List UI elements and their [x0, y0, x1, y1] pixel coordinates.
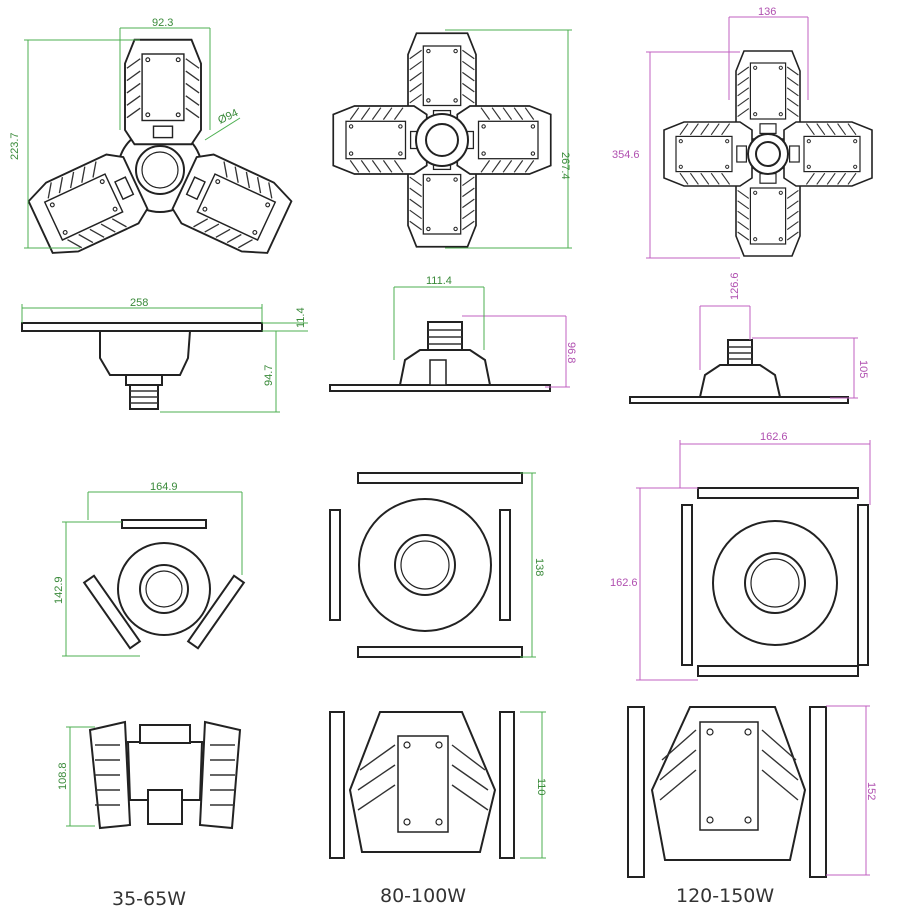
- dim-c-height: 354.6: [612, 149, 640, 161]
- dim-lines-a-top: [24, 27, 241, 249]
- dim-lines-c-top: [646, 16, 809, 259]
- caption-120-150w: 120-150W: [676, 885, 775, 907]
- dim-c-fold-width: 162.6: [760, 431, 788, 443]
- top-view-80-100w: [332, 32, 552, 248]
- side-view-35-65w: [21, 322, 263, 410]
- top-view-35-65w: [23, 38, 297, 263]
- dim-lines-c-closed: [826, 705, 870, 876]
- dim-b-fold-height: 138: [533, 558, 545, 576]
- top-view-120-150w: [663, 50, 873, 257]
- dim-lines-b-closed: [520, 711, 546, 859]
- side-view-80-100w: [329, 321, 551, 392]
- dim-lines-c-side: [699, 305, 858, 399]
- dim-a-height: 223.7: [9, 132, 21, 160]
- closed-view-80-100w: [329, 711, 515, 859]
- side-view-120-150w: [629, 339, 849, 404]
- dim-c-side-width: 126.6: [729, 272, 741, 300]
- caption-80-100w: 80-100W: [380, 885, 467, 907]
- dim-c-width: 136: [758, 6, 776, 18]
- dim-c-closed-height: 152: [865, 782, 877, 800]
- dim-a-closed-height: 108.8: [57, 762, 69, 790]
- dim-b-side-width: 111.4: [426, 275, 452, 287]
- dim-lines-b-side-p: [462, 315, 570, 388]
- dim-lines-a-closed: [66, 726, 95, 827]
- dim-a-fold-height: 142.9: [53, 576, 65, 604]
- folded-view-35-65w: [83, 519, 245, 650]
- folded-view-120-150w: [681, 487, 869, 677]
- dim-lines-b-side-g: [393, 286, 485, 360]
- dim-b-side-height: 96.8: [565, 342, 577, 363]
- dim-b-height: 267.4: [559, 152, 571, 180]
- closed-view-120-150w: [627, 706, 827, 878]
- dim-lines-b-top: [445, 29, 572, 249]
- dim-lines-a-side: [21, 304, 308, 413]
- dim-a-side-plate: 11.4: [295, 307, 307, 328]
- dim-lines-c-fold: [636, 440, 871, 681]
- dim-a-side-width: 258: [130, 297, 148, 309]
- dim-a-side-height: 94.7: [263, 365, 275, 386]
- dim-lines-a-fold: [62, 491, 243, 657]
- closed-view-35-65w: [88, 720, 242, 830]
- folded-view-80-100w: [329, 472, 523, 658]
- dim-c-fold-height: 162.6: [610, 577, 638, 589]
- dim-a-fold-width: 164.9: [150, 481, 178, 493]
- dim-a-width: 92.3: [152, 17, 173, 29]
- dim-lines-b-fold: [520, 472, 536, 658]
- dim-b-closed-height: 110: [535, 778, 547, 796]
- caption-35-65w: 35-65W: [112, 888, 186, 910]
- dim-a-dia: Ø94: [216, 107, 240, 127]
- dim-c-side-height: 105: [857, 360, 869, 378]
